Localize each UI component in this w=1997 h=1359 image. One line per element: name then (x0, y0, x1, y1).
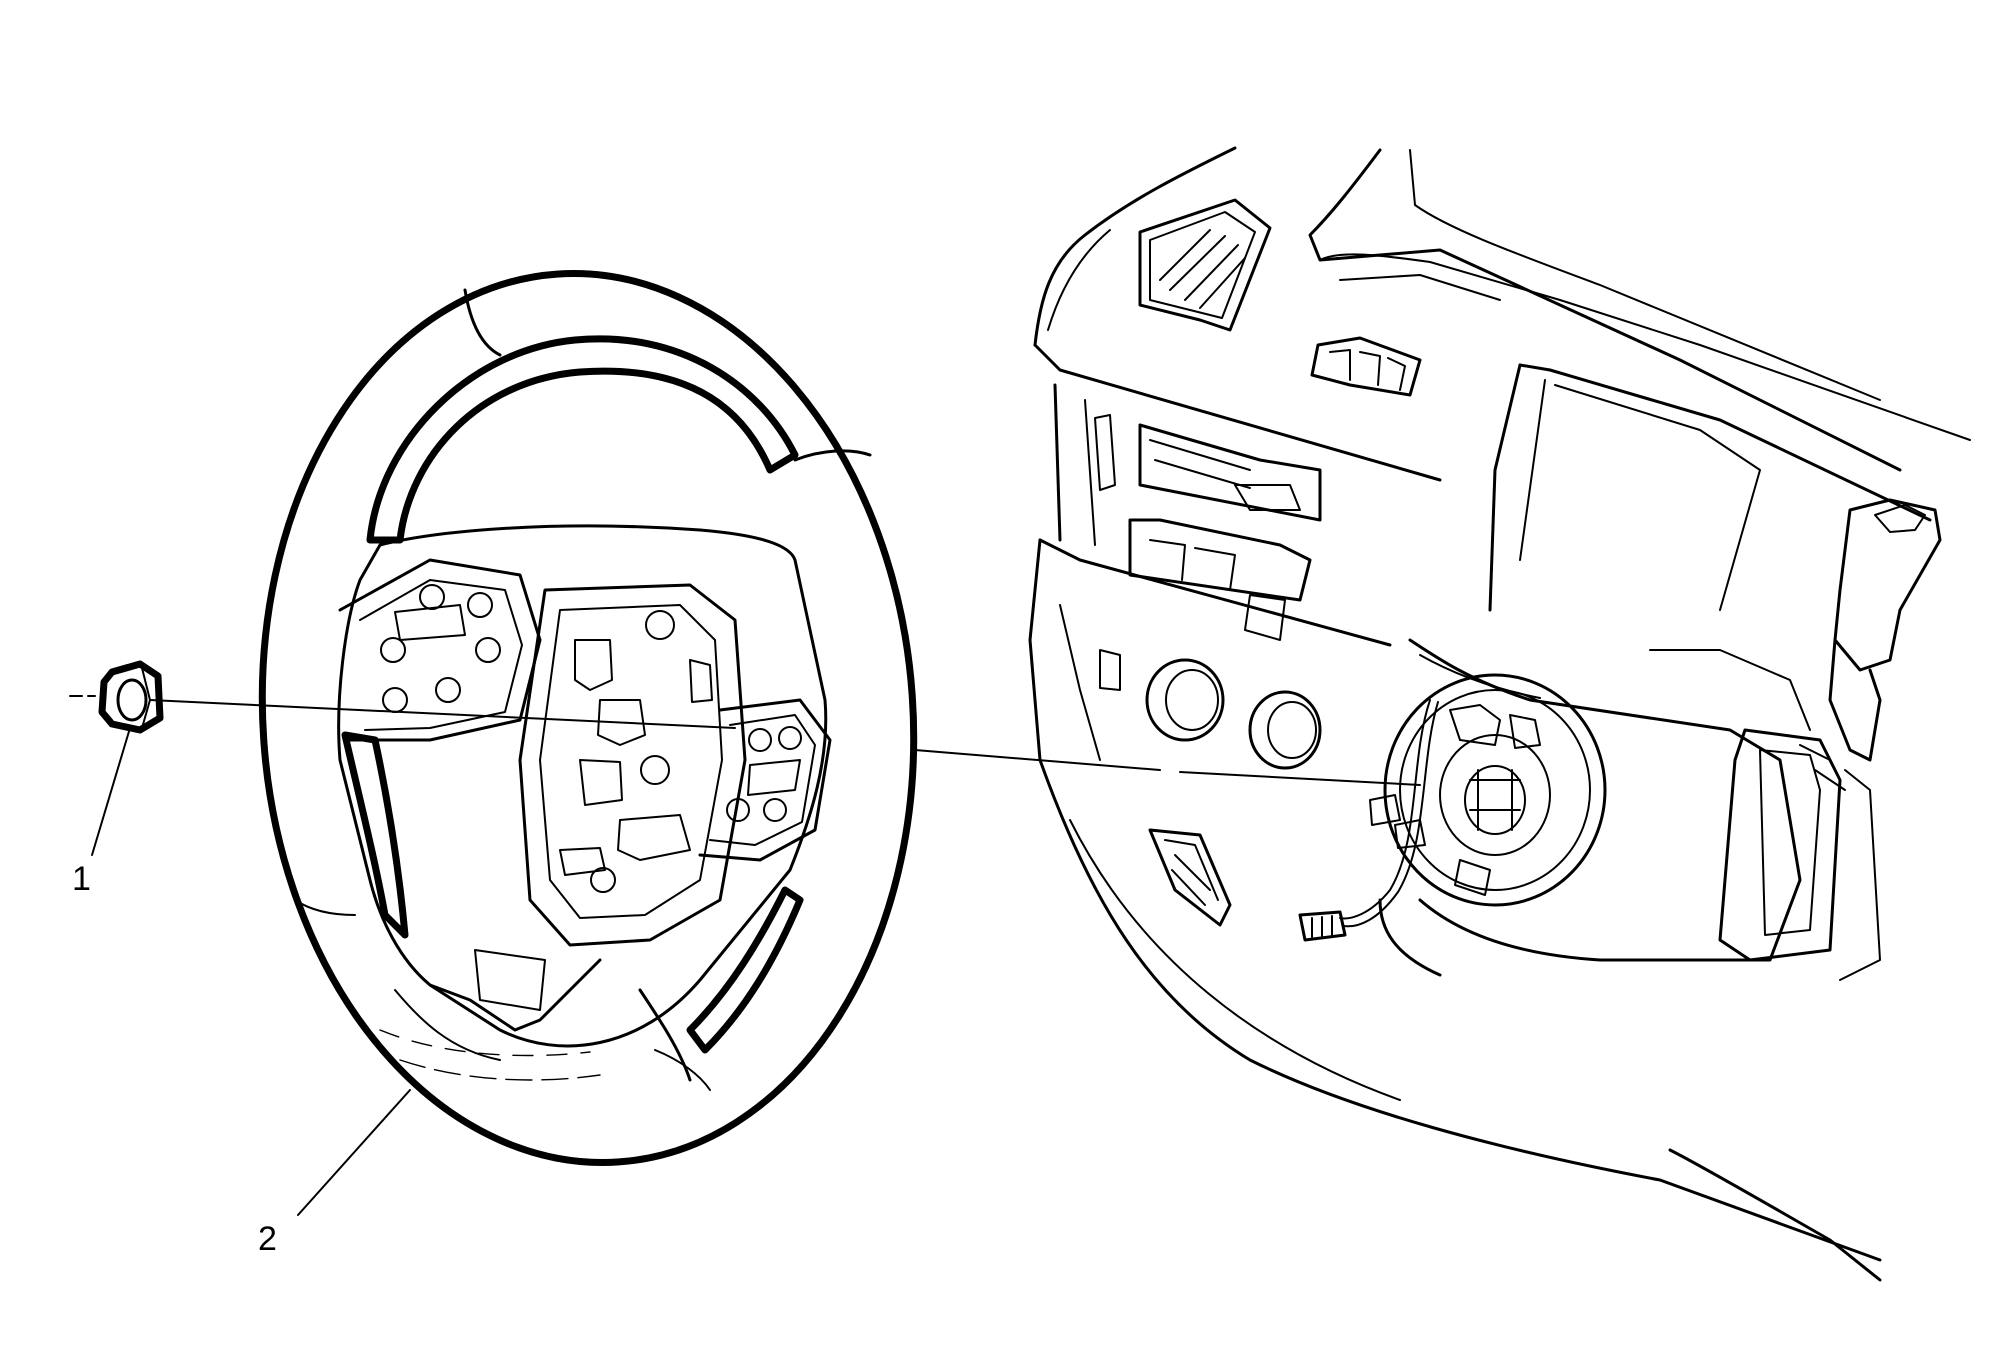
callout-label-2: 2 (258, 1220, 277, 1258)
leader-line-1 (91, 727, 131, 856)
steering-column (1298, 498, 1942, 981)
leader-lines (91, 727, 411, 1216)
instrument-panel (1028, 146, 1971, 1282)
alignment-axis-line (69, 695, 1421, 786)
steering-wheel (258, 270, 918, 1166)
leader-line-2 (297, 1089, 411, 1216)
steering-wheel-nut (98, 660, 164, 734)
callout-label-1: 1 (72, 860, 91, 898)
